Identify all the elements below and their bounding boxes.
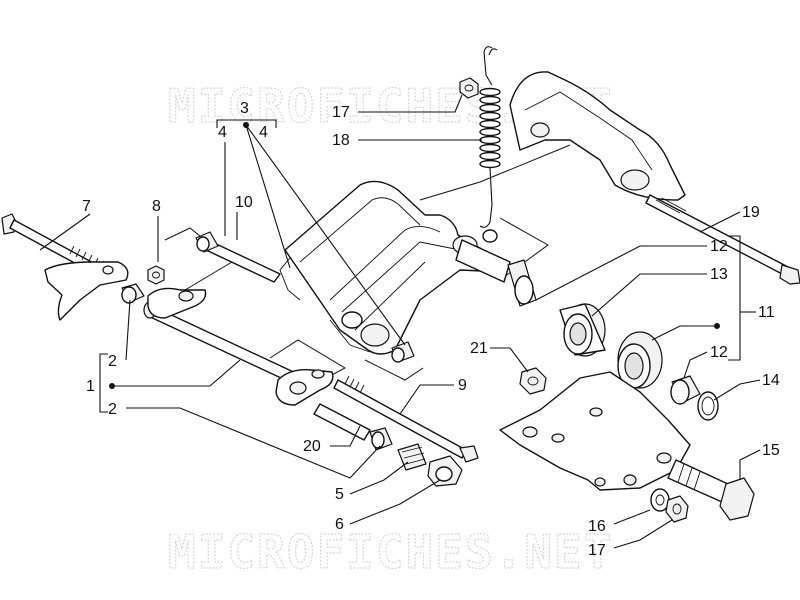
bolt-15 xyxy=(667,459,755,521)
callout-21: 21 xyxy=(470,340,488,357)
circlip-14 xyxy=(697,391,719,421)
callout-17-bottom: 17 xyxy=(588,542,606,559)
bearing-12-13 xyxy=(455,239,606,357)
callout-15: 15 xyxy=(762,442,780,459)
callout-2-lower: 2 xyxy=(108,401,117,418)
callout-8: 8 xyxy=(152,198,161,215)
bolt-19 xyxy=(645,194,800,285)
callout-2-upper: 2 xyxy=(108,353,117,370)
watermark-bottom: MICROFICHES.NET xyxy=(168,525,613,579)
nut-top xyxy=(459,77,479,99)
callout-11: 11 xyxy=(758,304,775,321)
spacer-12 xyxy=(670,375,701,405)
engine-bracket xyxy=(509,71,686,201)
shaft-1 xyxy=(143,287,334,406)
callout-14: 14 xyxy=(762,372,780,389)
callout-12-top: 12 xyxy=(710,238,728,255)
callout-17-top: 17 xyxy=(332,104,350,121)
washer-16 xyxy=(650,488,670,512)
callout-20: 20 xyxy=(303,438,321,455)
callout-5: 5 xyxy=(335,486,344,503)
bearing-housing xyxy=(617,331,663,389)
callout-6: 6 xyxy=(335,516,344,533)
cap-6 xyxy=(427,455,463,487)
callout-7: 7 xyxy=(82,198,91,215)
spacer-5 xyxy=(397,443,427,471)
nut-21 xyxy=(519,367,547,395)
callout-16: 16 xyxy=(588,518,606,535)
swing-arm xyxy=(279,180,506,355)
callout-4-right: 4 xyxy=(259,124,268,141)
bolt-9 xyxy=(333,375,479,463)
callout-13: 13 xyxy=(710,266,728,283)
callouts: 3 4 4 17 18 7 8 10 19 12 13 11 12 14 15 … xyxy=(82,100,780,559)
callout-18: 18 xyxy=(332,132,350,149)
callout-3: 3 xyxy=(240,100,249,117)
link-plate xyxy=(499,371,691,491)
nut-17-bottom xyxy=(665,495,689,523)
shaft-10 xyxy=(195,231,415,363)
callout-10: 10 xyxy=(235,194,253,211)
callout-12-lower: 12 xyxy=(710,344,728,361)
callout-1: 1 xyxy=(86,378,95,395)
callout-19: 19 xyxy=(742,204,760,221)
nut-8 xyxy=(147,265,165,285)
leader-lines xyxy=(39,94,761,549)
bushing-2 xyxy=(121,283,145,304)
pin-20 xyxy=(313,403,393,451)
callout-9: 9 xyxy=(458,377,467,394)
bracket-left xyxy=(44,261,129,321)
callout-4-left: 4 xyxy=(218,124,227,141)
spring xyxy=(479,46,501,228)
